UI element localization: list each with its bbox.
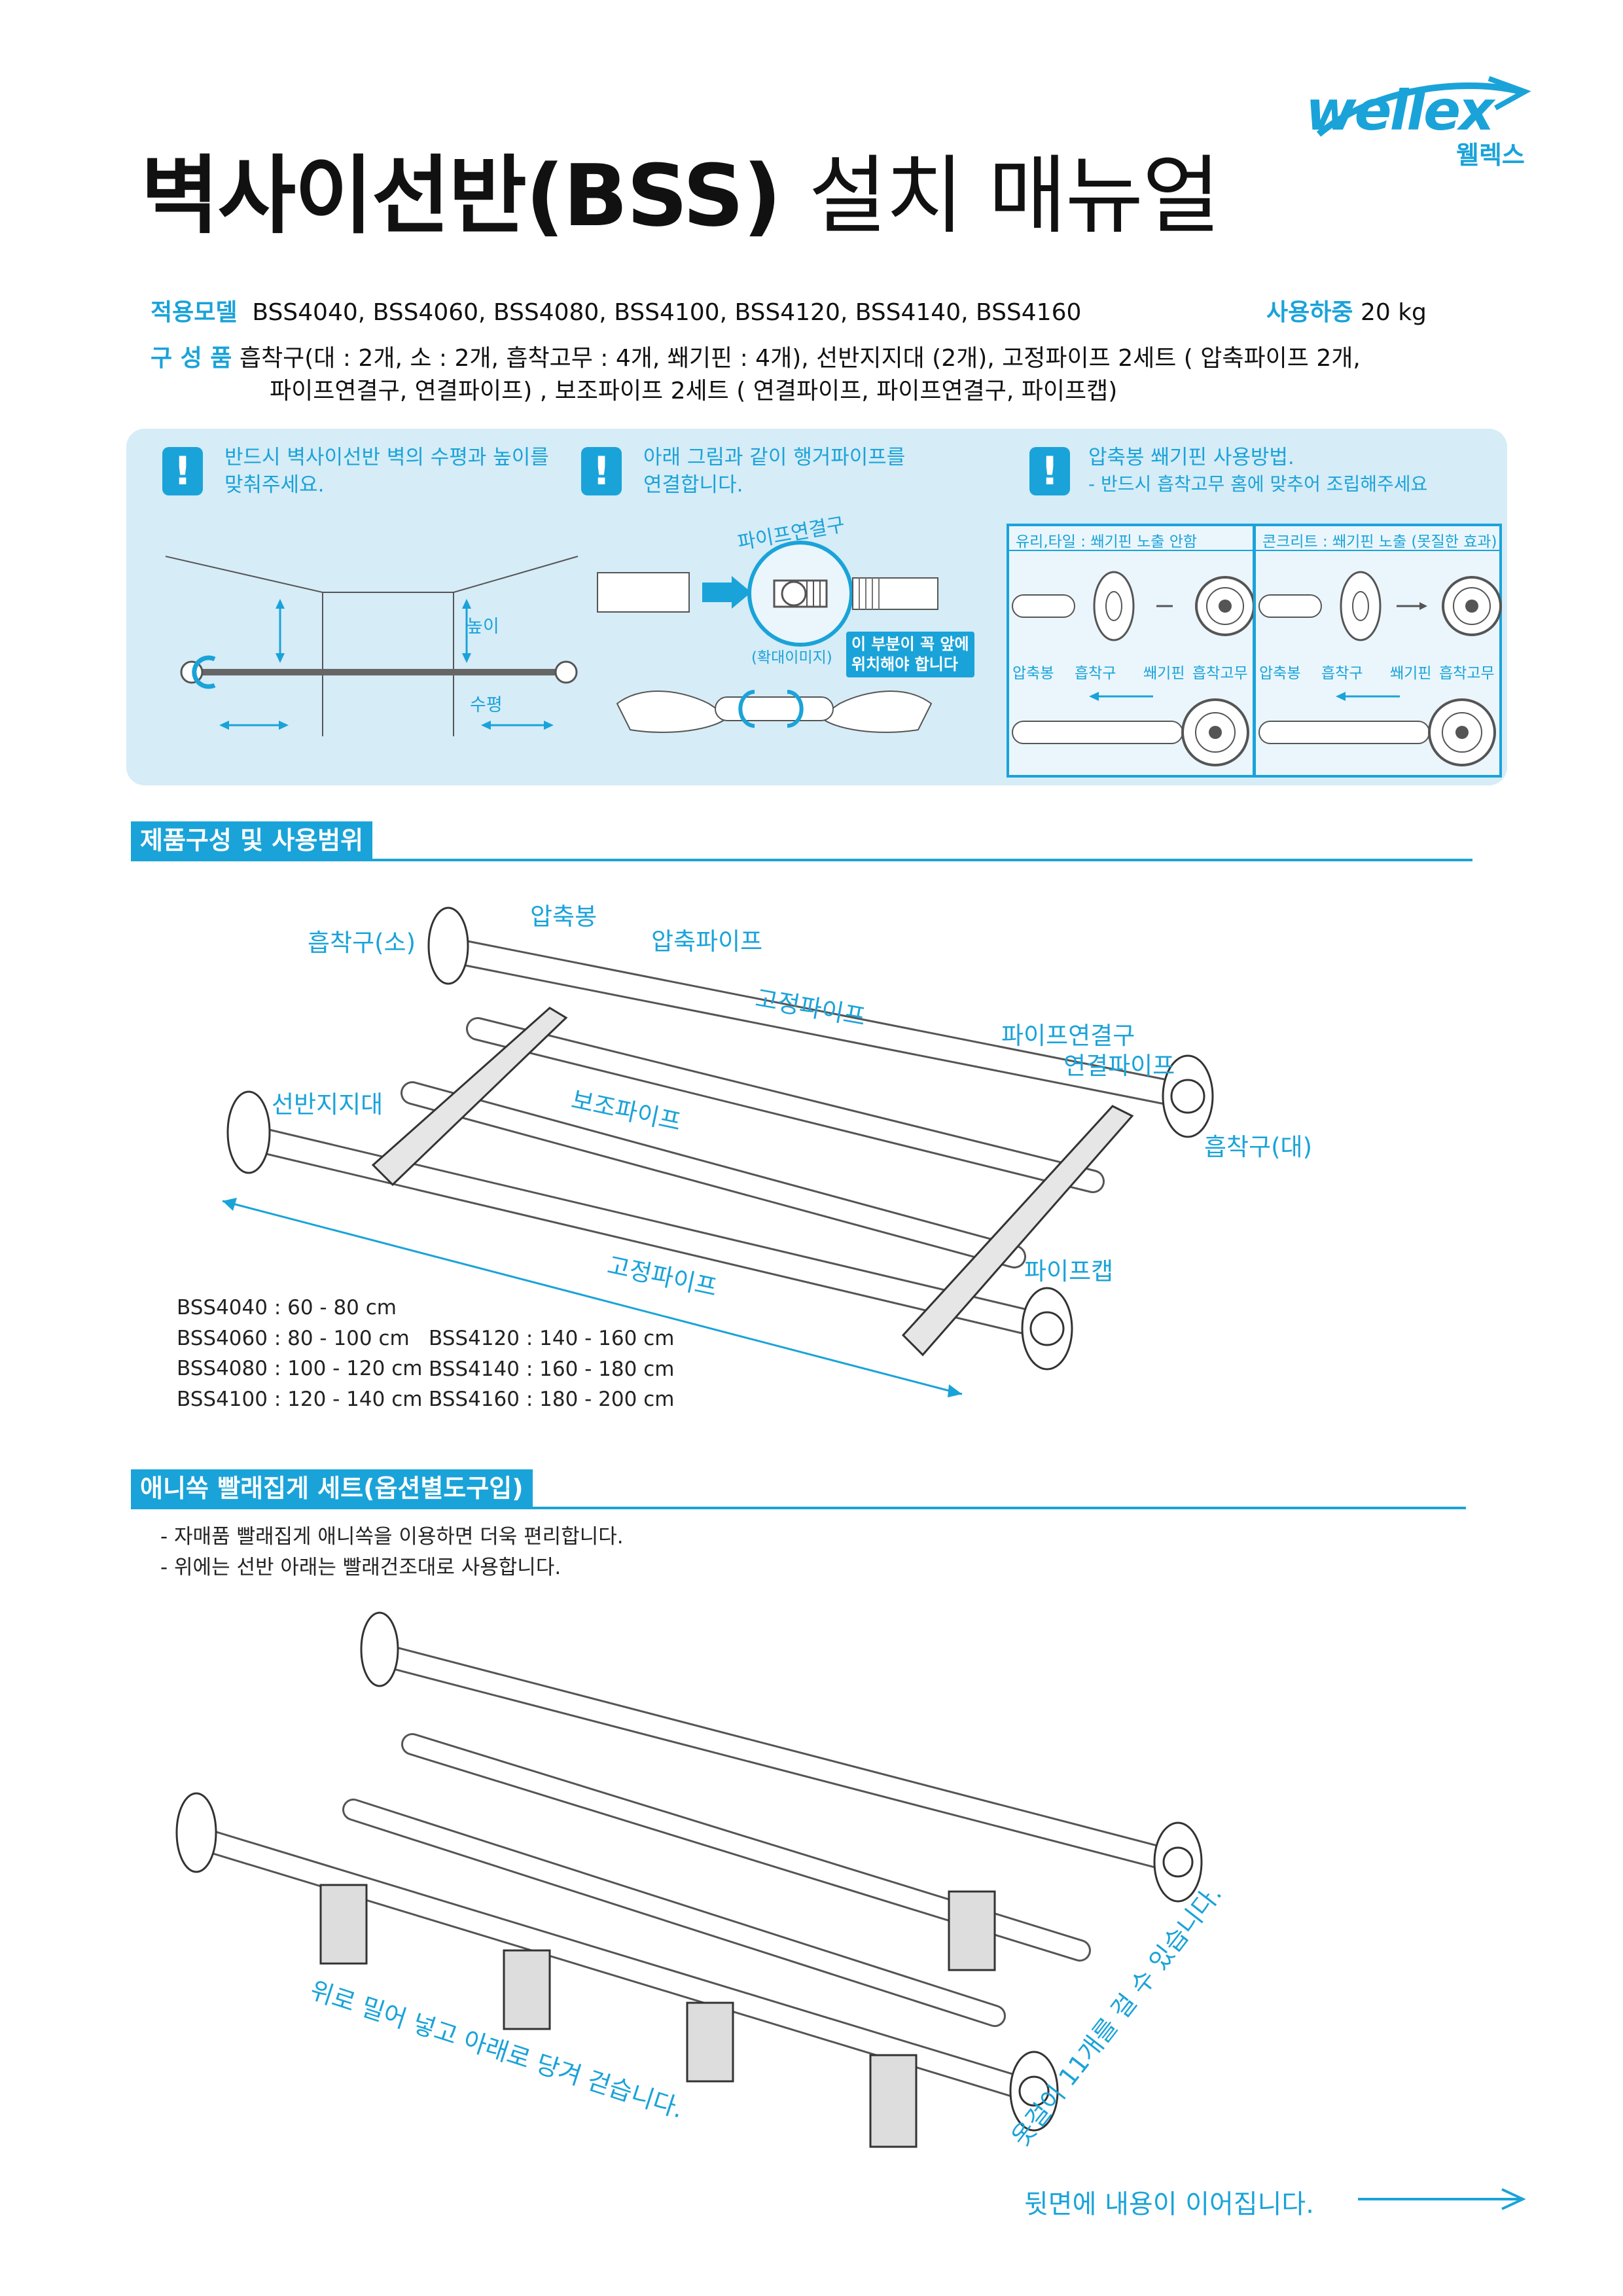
pipe-connector-diagram: [597, 541, 938, 733]
load-label: 사용하중: [1266, 299, 1353, 326]
bullet-item: - 자매품 빨래집게 애니쏙을 이용하면 더욱 편리합니다.: [160, 1525, 624, 1549]
label-connect-pipe: 연결파이프: [1063, 1052, 1175, 1080]
panel-right-label-rubber: 흡착고무: [1439, 665, 1495, 682]
clip-set-diagram: [175, 1611, 1203, 2148]
height-label: 높이: [467, 617, 499, 637]
load-value: 20 kg: [1360, 299, 1427, 326]
clip-set-bullets: - 자매품 빨래집게 애니쏙을 이용하면 더욱 편리합니다. - 위에는 선반 …: [160, 1522, 624, 1583]
notice-2-line2: 연결합니다.: [643, 473, 743, 497]
label-sucker-large: 흡착구(대): [1204, 1133, 1313, 1161]
models-value: BSS4040, BSS4060, BSS4080, BSS4100, BSS4…: [252, 299, 1082, 326]
section-clip-set-divider: [131, 1507, 1466, 1509]
shelf-components-diagram: [222, 906, 1214, 1397]
parts-line1: 흡착구(대 : 2개, 소 : 2개, 흡착고무 : 4개, 쐐기핀 : 4개)…: [239, 345, 1361, 372]
panel-left-label-pin: 쐐기핀: [1143, 665, 1185, 682]
room-level-diagram: [165, 556, 579, 736]
label-sucker-small: 흡착구(소): [308, 929, 416, 957]
label-shelf-support: 선반지지대: [272, 1090, 383, 1119]
section-components-divider: [131, 859, 1472, 861]
label-pipe-cap: 파이프캡: [1024, 1257, 1114, 1285]
notice-2-line1: 아래 그림과 같이 행거파이프를: [643, 446, 906, 469]
concrete-panel: 콘크리트 : 쐐기핀 노출 (못질한 효과) 압축봉 흡착구 쐐기핀 흡착고무: [1253, 524, 1502, 778]
notice-3: 압축봉 쐐기핀 사용방법. - 반드시 흡착고무 홈에 맞추어 조립해주세요: [1088, 444, 1427, 497]
size-item: BSS4060 : 80 - 100 cm: [177, 1326, 410, 1350]
notice-3-line2: - 반드시 흡착고무 홈에 맞추어 조립해주세요: [1088, 473, 1428, 495]
position-badge: 이 부분이 꼭 앞에 위치해야 합니다: [846, 632, 974, 678]
section-components-title: 제품구성 및 사용범위: [131, 821, 373, 861]
logo-text-en: wellex: [1306, 79, 1494, 143]
label-compress-pipe: 압축파이프: [651, 927, 763, 956]
panel-right-header: 콘크리트 : 쐐기핀 노출 (못질한 효과): [1262, 533, 1497, 550]
page-title: 벽사이선반(BSS) 설치 매뉴얼: [141, 146, 1221, 245]
brand-logo: wellex 웰렉스: [1299, 72, 1535, 170]
parts-line2: 파이프연결구, 연결파이프) , 보조파이프 2세트 ( 연결파이프, 파이프연…: [270, 378, 1118, 404]
install-notice-box: ! 반드시 벽사이선반 벽의 수평과 높이를 맞춰주세요. ! 아래 그림과 같…: [126, 429, 1507, 785]
notice-1-line1: 반드시 벽사이선반 벽의 수평과 높이를: [224, 446, 549, 469]
size-item: BSS4080 : 100 - 120 cm: [177, 1357, 423, 1380]
glass-tile-panel: 유리,타일 : 쐐기핀 노출 안함 압축봉 흡착구 쐐기핀 흡착고무: [1007, 524, 1255, 778]
panel-left-label-rubber: 흡착고무: [1192, 665, 1248, 682]
zoom-label: (확대이미지): [751, 649, 832, 666]
size-item: BSS4160 : 180 - 200 cm: [429, 1388, 675, 1411]
size-list-left: BSS4040 : 60 - 80 cm BSS4060 : 80 - 100 …: [177, 1293, 422, 1414]
glass-suction-diagram: [1012, 571, 1255, 766]
panel-left-label-rod: 압축봉: [1012, 665, 1054, 682]
parts-row: 구 성 품 흡착구(대 : 2개, 소 : 2개, 흡착고무 : 4개, 쐐기핀…: [151, 344, 1361, 374]
logo-swoosh-icon: [1316, 76, 1531, 137]
warning-icon: !: [162, 447, 203, 495]
size-list-right: BSS4120 : 140 - 160 cm BSS4140 : 160 - 1…: [429, 1323, 674, 1415]
notice-1-line2: 맞춰주세요.: [224, 473, 325, 497]
title-light: 설치 매뉴얼: [808, 146, 1221, 245]
continue-note: 뒷면에 내용이 이어집니다.: [1024, 2189, 1314, 2219]
models-label: 적용모델: [151, 299, 238, 326]
label-compress-rod: 압축봉: [530, 903, 597, 931]
notice-1: 반드시 벽사이선반 벽의 수평과 높이를 맞춰주세요.: [224, 444, 549, 499]
notice-2: 아래 그림과 같이 행거파이프를 연결합니다.: [643, 444, 905, 499]
panel-right-label-sucker: 흡착구: [1321, 665, 1363, 682]
load-row: 사용하중 20 kg: [1266, 298, 1427, 329]
notice-3-line1: 압축봉 쐐기핀 사용방법.: [1088, 446, 1294, 469]
size-item: BSS4120 : 140 - 160 cm: [429, 1327, 675, 1350]
label-pipe-connector: 파이프연결구: [1001, 1022, 1135, 1050]
parts-label: 구 성 품: [151, 345, 232, 372]
models-row: 적용모델 BSS4040, BSS4060, BSS4080, BSS4100,…: [151, 298, 1081, 329]
concrete-suction-diagram: [1258, 571, 1502, 766]
size-item: BSS4040 : 60 - 80 cm: [177, 1296, 397, 1319]
panel-right-label-rod: 압축봉: [1259, 665, 1301, 682]
warning-icon: !: [1029, 447, 1070, 495]
bullet-item: - 위에는 선반 아래는 빨래건조대로 사용합니다.: [160, 1555, 562, 1579]
logo-text-ko: 웰렉스: [1456, 141, 1525, 170]
size-item: BSS4140 : 160 - 180 cm: [429, 1357, 675, 1381]
level-label: 수평: [470, 695, 503, 715]
arrow-right-icon: [1358, 2188, 1526, 2210]
warning-icon: !: [581, 447, 622, 495]
size-item: BSS4100 : 120 - 140 cm: [177, 1387, 423, 1411]
title-bold: 벽사이선반(BSS): [141, 146, 781, 245]
section-clip-set-title: 애니쏙 빨래집게 세트(옵션별도구입): [131, 1469, 533, 1509]
panel-left-label-sucker: 흡착구: [1075, 665, 1116, 682]
panel-right-label-pin: 쐐기핀: [1390, 665, 1432, 682]
panel-left-header: 유리,타일 : 쐐기핀 노출 안함: [1016, 533, 1198, 550]
